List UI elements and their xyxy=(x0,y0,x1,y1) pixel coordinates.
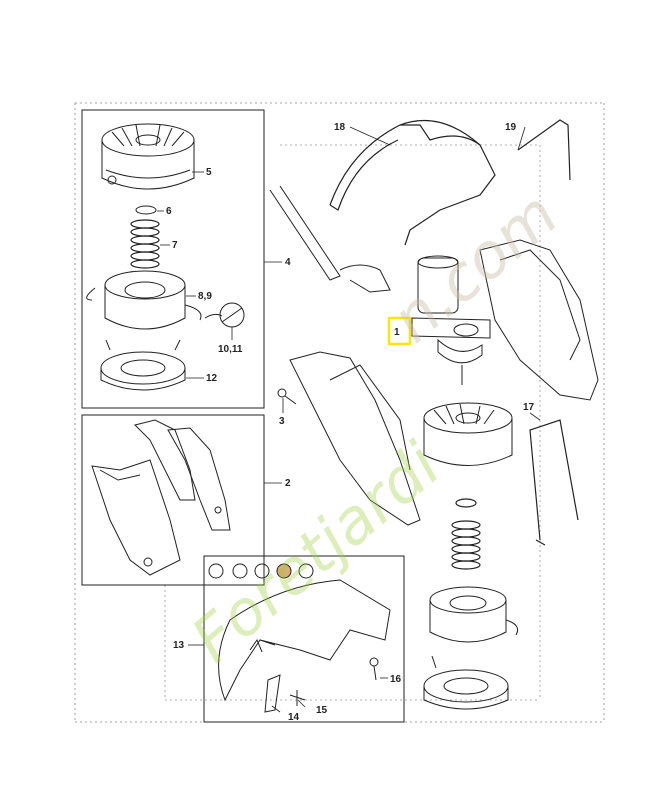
callout-7[interactable]: 7 xyxy=(172,240,178,251)
callout-13[interactable]: 13 xyxy=(173,640,185,651)
leader-lines xyxy=(157,126,541,713)
outer-dashed-frame xyxy=(74,102,605,723)
guard-left-drawing xyxy=(289,351,421,526)
inner-dashed-frame xyxy=(164,144,541,701)
callout-19[interactable]: 19 xyxy=(505,122,517,133)
screw-drawing xyxy=(277,388,297,405)
clip-drawing xyxy=(135,205,157,215)
wire-bracket-drawing xyxy=(529,419,579,546)
callout-17[interactable]: 17 xyxy=(523,402,535,413)
spool-right-drawing xyxy=(429,586,519,643)
screw-16-drawing xyxy=(369,657,379,681)
spool-cover-drawing xyxy=(101,123,195,190)
callout-10-11[interactable]: 10,11 xyxy=(218,344,243,355)
watermark-text-right: n.com xyxy=(378,178,572,357)
base-right-drawing xyxy=(423,655,509,710)
spool-cover-right-drawing xyxy=(423,402,513,466)
callout-5[interactable]: 5 xyxy=(206,167,212,178)
group-4-box xyxy=(81,109,265,409)
guard-halves-drawing xyxy=(91,419,231,576)
line-spool-drawing xyxy=(86,270,202,330)
watermark-text-left: Foretjardi xyxy=(178,428,454,676)
motor-housing-drawing xyxy=(479,239,599,401)
callout-2[interactable]: 2 xyxy=(285,478,291,489)
callout-8-9[interactable]: 8,9 xyxy=(198,291,212,302)
callout-12[interactable]: 12 xyxy=(206,373,218,384)
callout-3[interactable]: 3 xyxy=(279,416,285,427)
spool-base-drawing xyxy=(100,339,186,391)
line-roll-drawing xyxy=(204,302,245,328)
group-2-box xyxy=(81,414,265,586)
group-13-box xyxy=(203,555,405,723)
callout-labels: 5 6 7 8,9 10,11 12 4 3 2 13 14 15 16 17 … xyxy=(166,122,535,723)
callout-15[interactable]: 15 xyxy=(316,705,328,716)
spring-drawing xyxy=(130,219,160,269)
spring-right-drawing xyxy=(451,498,481,570)
callout-4[interactable]: 4 xyxy=(285,257,291,268)
callout-14[interactable]: 14 xyxy=(288,712,300,723)
deflector-drawing xyxy=(208,563,391,713)
safety-glasses-drawing xyxy=(329,119,496,246)
part-1-highlight xyxy=(387,316,412,346)
callout-16[interactable]: 16 xyxy=(390,674,402,685)
callout-1[interactable]: 1 xyxy=(394,327,400,338)
callout-6[interactable]: 6 xyxy=(166,206,172,217)
hex-key-drawing xyxy=(517,119,571,181)
callout-18[interactable]: 18 xyxy=(334,122,346,133)
motor-drawing xyxy=(411,255,491,385)
shaft-drawing xyxy=(269,185,391,293)
